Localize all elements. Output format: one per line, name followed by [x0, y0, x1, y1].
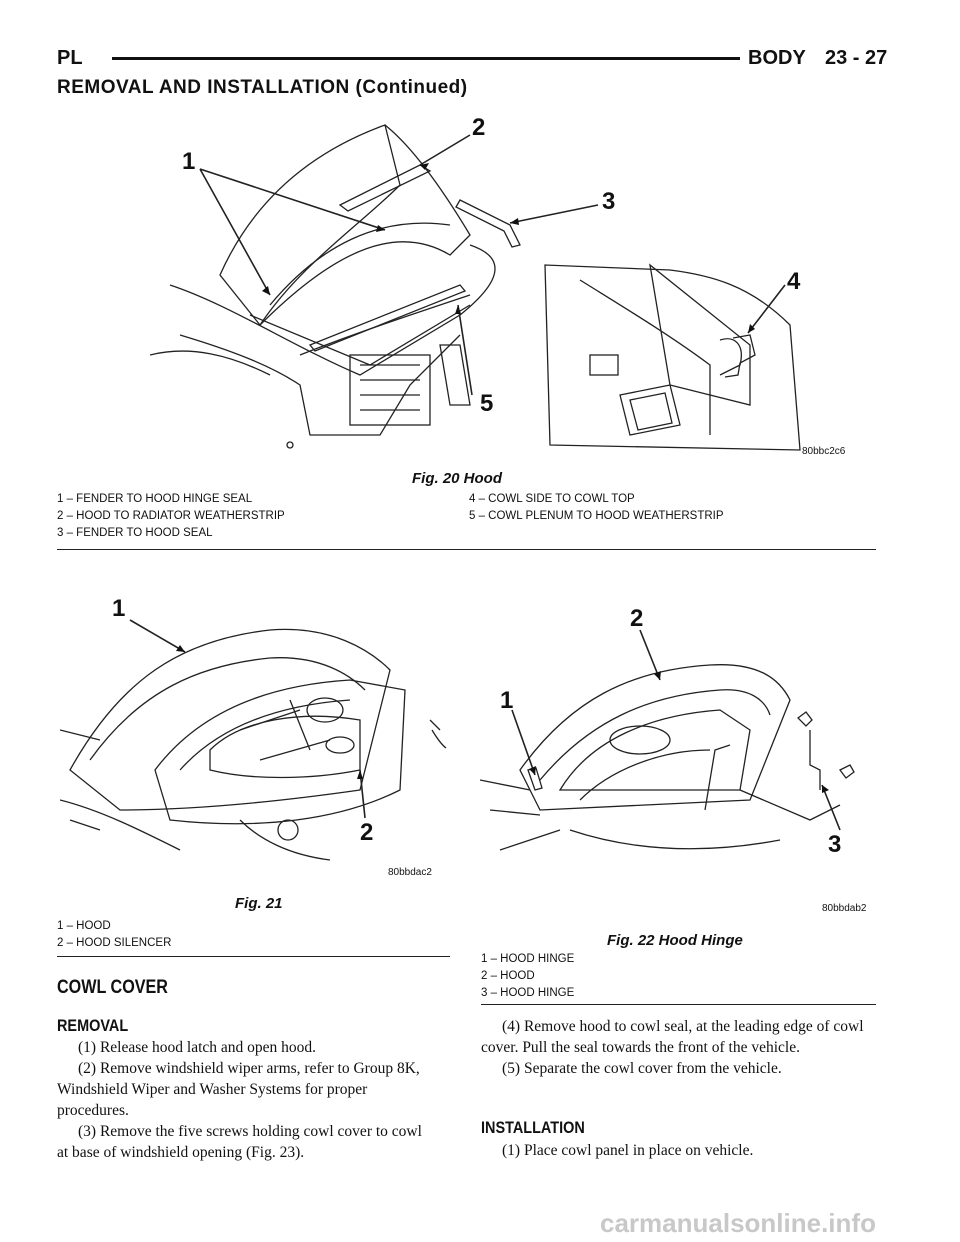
- header-code: PL: [57, 47, 83, 69]
- fig22-callout-2: 2: [630, 605, 643, 632]
- fig20-callout-1: 1: [182, 148, 195, 175]
- fig22-image-id: 80bbdab2: [822, 903, 867, 914]
- legend-item: 2 – HOOD TO RADIATOR WEATHERSTRIP: [57, 510, 285, 522]
- removal-step: (2) Remove windshield wiper arms, refer …: [57, 1060, 420, 1119]
- installation-step: (1) Place cowl panel in place on vehicle…: [502, 1142, 754, 1159]
- legend-item: 4 – COWL SIDE TO COWL TOP: [469, 493, 635, 505]
- fig22-callout-3: 3: [828, 831, 841, 858]
- installation-steps: (1) Place cowl panel in place on vehicle…: [481, 1140, 876, 1161]
- legend-item: 2 – HOOD SILENCER: [57, 937, 172, 949]
- legend-item: 2 – HOOD: [481, 970, 535, 982]
- fig21-illustration: 1 2: [60, 595, 447, 861]
- removal-steps-left: (1) Release hood latch and open hood. (2…: [57, 1037, 435, 1163]
- removal-step: (1) Release hood latch and open hood.: [78, 1039, 317, 1056]
- fig20-callout-2: 2: [472, 114, 485, 141]
- header-section: BODY: [748, 47, 806, 69]
- removal-step: (5) Separate the cowl cover from the veh…: [502, 1060, 782, 1077]
- fig20-legend-right: 4 – COWL SIDE TO COWL TOP 5 – COWL PLENU…: [469, 491, 869, 525]
- fig20-rule: [57, 549, 876, 550]
- fig22-caption: Fig. 22 Hood Hinge: [607, 932, 743, 949]
- header-rule: [112, 57, 740, 60]
- fig20-image-id: 80bbc2c6: [802, 446, 846, 457]
- legend-item: 5 – COWL PLENUM TO HOOD WEATHERSTRIP: [469, 510, 724, 522]
- legend-item: 1 – HOOD HINGE: [481, 953, 575, 965]
- installation-heading: INSTALLATION: [481, 1118, 585, 1137]
- fig21-callout-1: 1: [112, 595, 125, 622]
- fig20-callout-4: 4: [787, 268, 801, 295]
- legend-item: 1 – HOOD: [57, 920, 111, 932]
- legend-item: 1 – FENDER TO HOOD HINGE SEAL: [57, 493, 253, 505]
- removal-step: (4) Remove hood to cowl seal, at the lea…: [481, 1018, 864, 1056]
- fig20-caption: Fig. 20 Hood: [412, 470, 502, 487]
- watermark: carmanualsonline.info: [600, 1208, 876, 1238]
- removal-heading: REMOVAL: [57, 1016, 129, 1035]
- fig22-rule: [481, 1004, 876, 1005]
- fig21-image-id: 80bbdac2: [388, 867, 432, 878]
- fig20-illustration: 1 2 3 4 5: [150, 114, 801, 451]
- fig20-legend-left: 1 – FENDER TO HOOD HINGE SEAL 2 – HOOD T…: [57, 491, 457, 542]
- continued-heading: REMOVAL AND INSTALLATION (Continued): [57, 77, 468, 98]
- fig22-legend: 1 – HOOD HINGE 2 – HOOD 3 – HOOD HINGE: [481, 951, 871, 1002]
- fig22-illustration: 1 2 3: [480, 605, 855, 858]
- fig21-rule: [57, 956, 450, 957]
- removal-step: (3) Remove the five screws holding cowl …: [57, 1123, 422, 1161]
- fig20-callout-5: 5: [480, 390, 493, 417]
- fig20-callout-3: 3: [602, 188, 615, 215]
- page-number: 23 - 27: [825, 47, 888, 69]
- legend-item: 3 – HOOD HINGE: [481, 987, 575, 999]
- legend-item: 3 – FENDER TO HOOD SEAL: [57, 527, 213, 539]
- fig21-caption: Fig. 21: [235, 895, 283, 912]
- fig21-legend: 1 – HOOD 2 – HOOD SILENCER: [57, 918, 447, 952]
- section-title: COWL COVER: [57, 977, 168, 998]
- fig22-callout-1: 1: [500, 687, 513, 714]
- fig21-callout-2: 2: [360, 819, 373, 846]
- removal-steps-right: (4) Remove hood to cowl seal, at the lea…: [481, 1016, 876, 1079]
